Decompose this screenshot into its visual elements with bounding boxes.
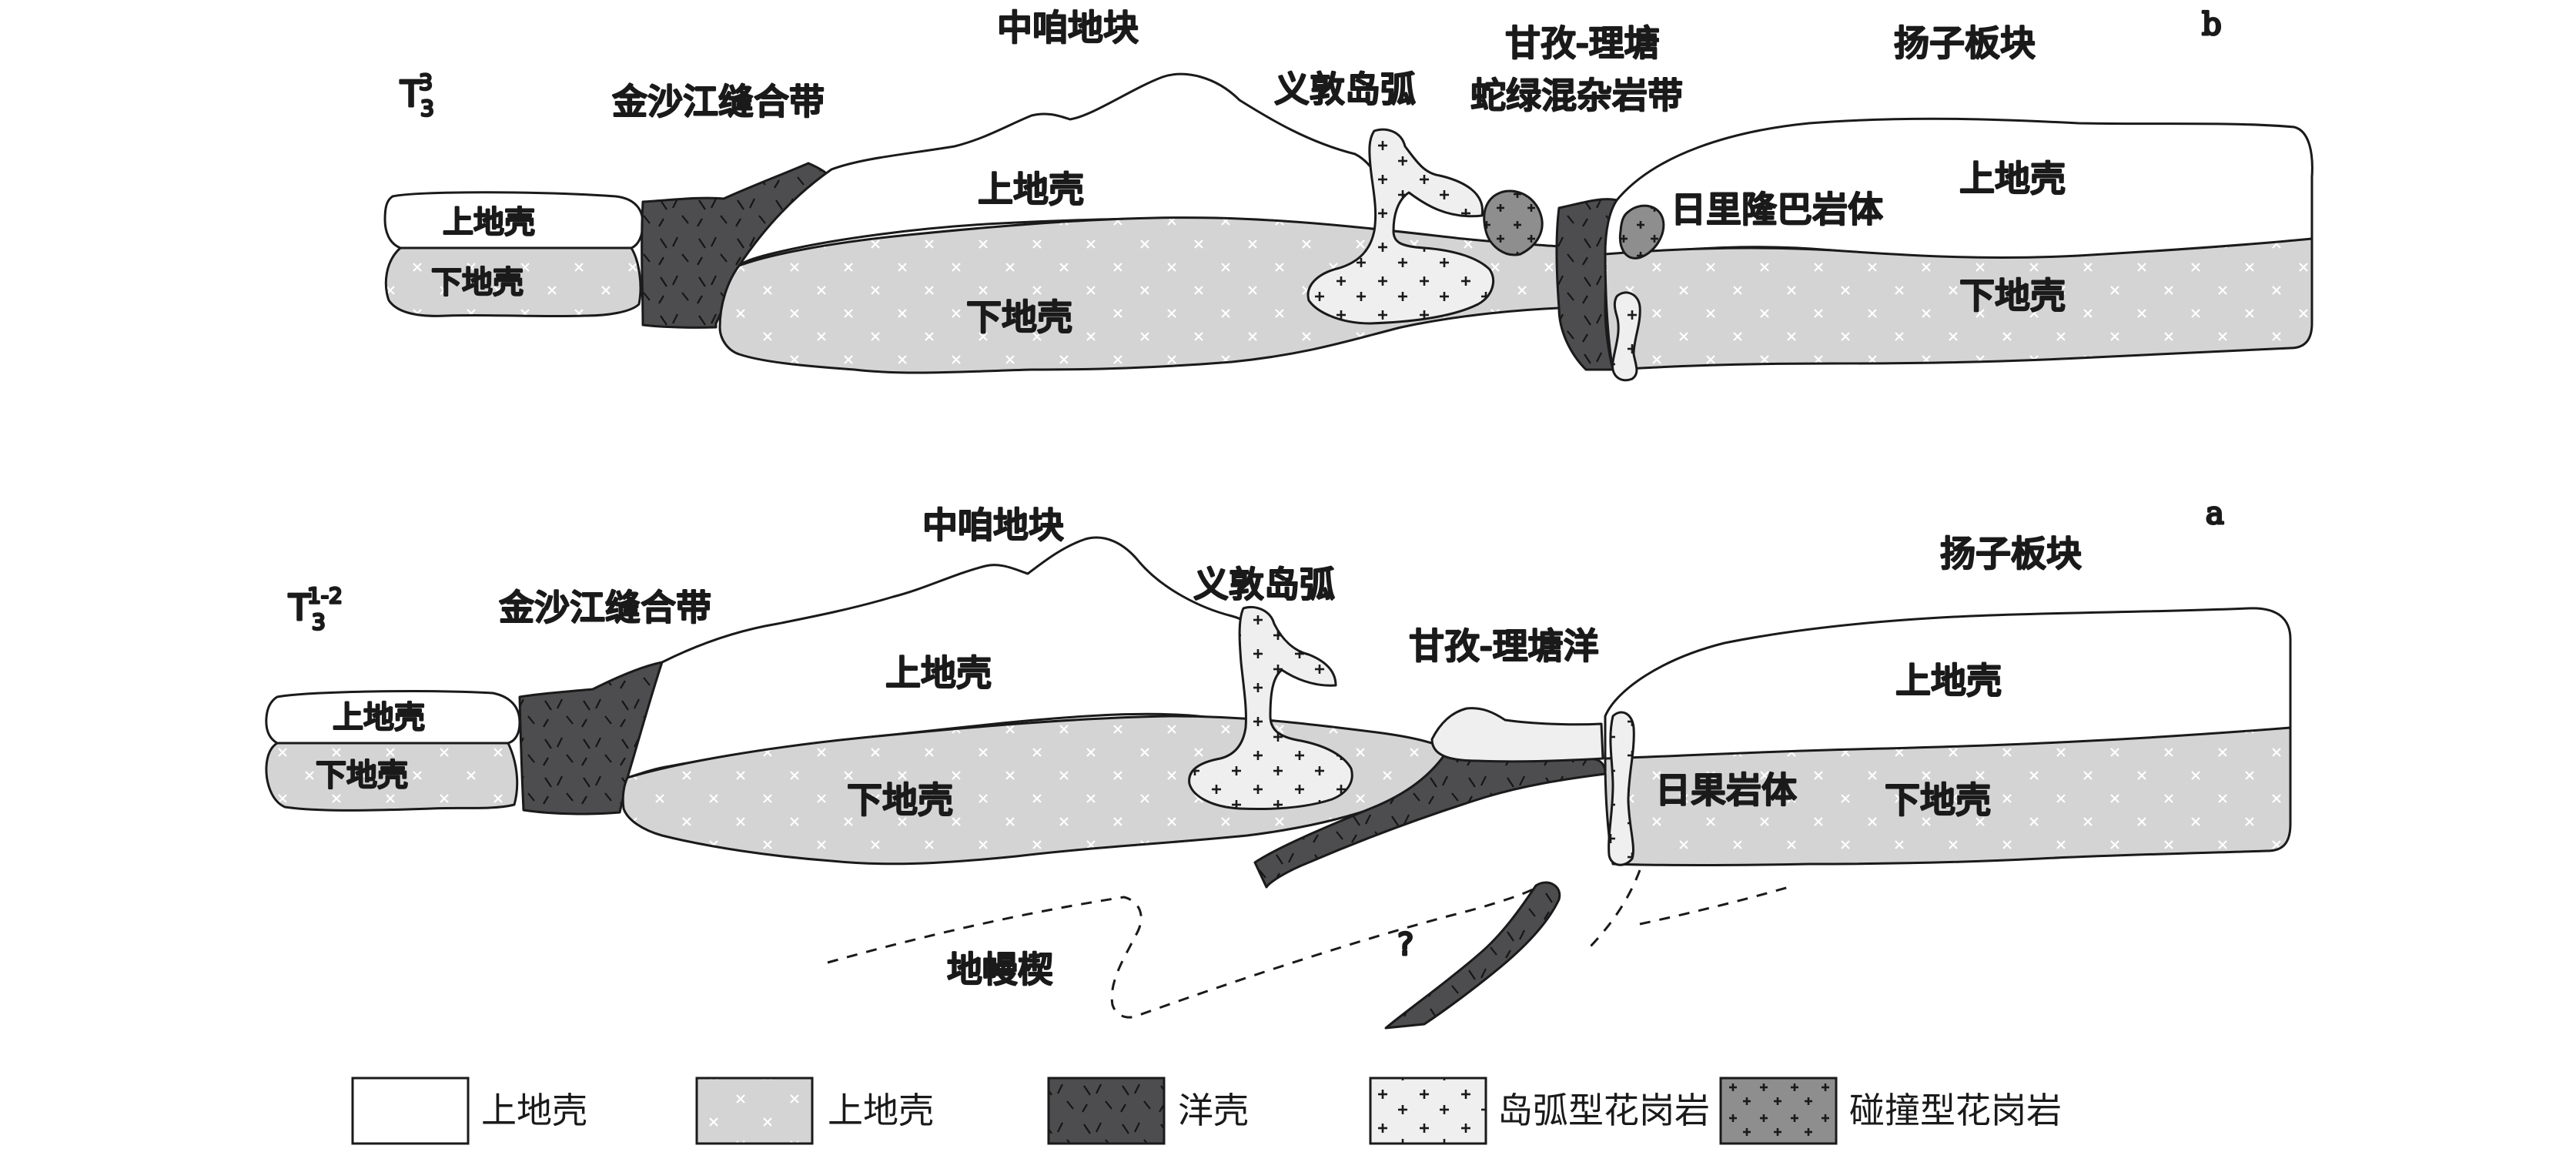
a-deep-slab xyxy=(1384,881,1561,1030)
a-mantle-wedge-label: 地幔楔 xyxy=(947,949,1053,990)
b-right-lower-crust xyxy=(1604,237,2313,371)
b-right-upper-label: 上地壳 xyxy=(1959,158,2066,199)
b-mid-lower-label: 下地壳 xyxy=(966,296,1072,338)
a-pluton-label: 日果岩体 xyxy=(1655,769,1797,811)
a-left-lower-label: 下地壳 xyxy=(316,758,408,793)
b-mid-lower-crust xyxy=(718,216,1561,374)
a-left-upper-label: 上地壳 xyxy=(333,700,425,735)
b-right-lower-label: 下地壳 xyxy=(1959,275,2066,316)
a-arc-label: 义敦岛弧 xyxy=(1193,564,1335,605)
legend-label-arc-granite: 岛弧型花岗岩 xyxy=(1497,1090,1710,1131)
a-mid-upper-label: 上地壳 xyxy=(885,652,992,694)
a-yangtze-label: 扬子板块 xyxy=(1940,533,2082,574)
b-mid-upper-label: 上地壳 xyxy=(978,169,1084,210)
legend-item-collision-granite: 碰撞型花岗岩 xyxy=(1719,1077,2062,1145)
b-right-arc-dike xyxy=(1611,291,1641,382)
b-melange-label-1: 甘孜-理塘 xyxy=(1505,22,1660,64)
legend-item-arc-granite: 岛弧型花岗岩 xyxy=(1369,1077,1710,1145)
b-left-lower-label: 下地壳 xyxy=(431,265,524,300)
a-dashed-lines xyxy=(827,869,1795,1019)
a-right-upper-label: 上地壳 xyxy=(1895,660,2002,702)
b-pluton-collision xyxy=(1618,204,1665,260)
b-suture-label: 金沙江缝合带 xyxy=(612,81,825,122)
legend: 上地壳 上地壳 洋壳 岛弧型花岗岩 碰撞型花岗岩 xyxy=(351,1077,2062,1145)
legend-label-collision-granite: 碰撞型花岗岩 xyxy=(1849,1090,2062,1131)
a-right-arc-dike xyxy=(1607,711,1635,866)
a-right-lower-label: 下地壳 xyxy=(1885,779,1991,821)
a-dash-wedge-top xyxy=(827,884,1541,1019)
a-ocean-label: 甘孜-理塘洋 xyxy=(1409,625,1599,667)
a-left-lower-crust xyxy=(265,742,519,812)
legend-label-oceanic-crust: 洋壳 xyxy=(1178,1090,1249,1131)
a-right-lower-crust xyxy=(1604,726,2292,866)
legend-swatch-oceanic-crust xyxy=(1047,1077,1166,1145)
a-arc-granite xyxy=(1188,605,1353,810)
b-arc-label: 义敦岛弧 xyxy=(1274,69,1416,110)
legend-swatch-collision-granite xyxy=(1719,1077,1838,1145)
a-mid-lower-label: 下地壳 xyxy=(847,779,953,821)
legend-label-lower-crust: 上地壳 xyxy=(828,1090,934,1131)
a-panel-tag: a xyxy=(2206,496,2224,531)
legend-item-oceanic-crust: 洋壳 xyxy=(1047,1077,1249,1145)
legend-swatch-upper-crust xyxy=(351,1077,470,1145)
legend-swatch-lower-crust xyxy=(695,1077,814,1145)
a-dash-right-1 xyxy=(1584,869,1641,953)
a-block-mid-label: 中咱地块 xyxy=(922,504,1064,546)
a-dash-right-2 xyxy=(1639,884,1795,926)
b-left-upper-label: 上地壳 xyxy=(443,205,535,240)
b-block-mid-label: 中咱地块 xyxy=(997,7,1139,49)
a-slab-sediment xyxy=(1430,707,1604,763)
a-suture-label: 金沙江缝合带 xyxy=(499,587,711,628)
b-panel-tag: b xyxy=(2202,7,2222,42)
legend-item-upper-crust: 上地壳 xyxy=(351,1077,587,1145)
legend-label-upper-crust: 上地壳 xyxy=(481,1090,587,1131)
b-melange-label-2: 蛇绿混杂岩带 xyxy=(1470,75,1683,116)
legend-swatch-arc-granite xyxy=(1369,1077,1487,1145)
b-arc-granite xyxy=(1306,128,1494,325)
legend-item-lower-crust: 上地壳 xyxy=(695,1077,934,1145)
b-pluton-label: 日里隆巴岩体 xyxy=(1671,189,1883,230)
b-left-lower-crust xyxy=(384,246,642,318)
b-yangtze-label: 扬子板块 xyxy=(1894,22,2036,64)
a-question-label: ? xyxy=(1397,927,1413,963)
b-collision-granite xyxy=(1483,189,1544,256)
